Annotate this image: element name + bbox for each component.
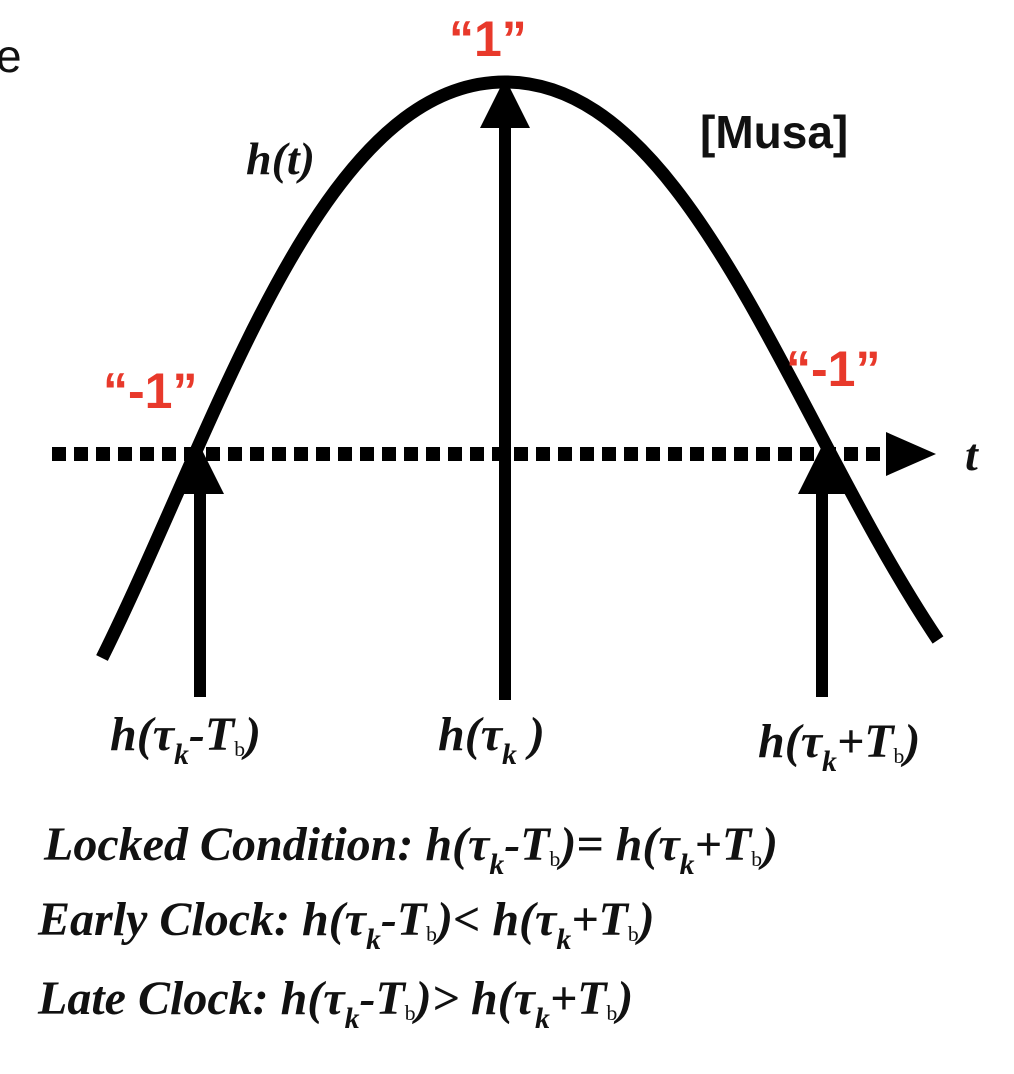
citation-label: [Musa] — [700, 106, 848, 158]
condition-late: Late Clock: h(τk-Tb)> h(τk+Tb) — [37, 972, 633, 1035]
sample-arrow-right — [798, 446, 846, 697]
condition-early: Early Clock: h(τk-Tb)< h(τk+Tb) — [37, 893, 655, 956]
sample-arrow-center — [480, 78, 530, 700]
sample-label-right: h(τk+Tb) — [758, 715, 920, 778]
corner-fragment: e — [0, 30, 22, 82]
sample-label-left: h(τk-Tb) — [110, 708, 261, 771]
curve-label: h(t) — [246, 133, 315, 184]
sample-arrow-left — [176, 446, 224, 697]
axis-label: t — [965, 429, 979, 480]
sample-label-center: h(τk ) — [438, 708, 545, 771]
peak-value-label: “1” — [449, 11, 527, 67]
left-value-label: “-1” — [103, 363, 197, 419]
right-value-label: “-1” — [786, 341, 880, 397]
time-axis-arrowhead — [886, 432, 936, 476]
condition-locked: Locked Condition: h(τk-Tb)= h(τk+Tb) — [43, 818, 778, 881]
